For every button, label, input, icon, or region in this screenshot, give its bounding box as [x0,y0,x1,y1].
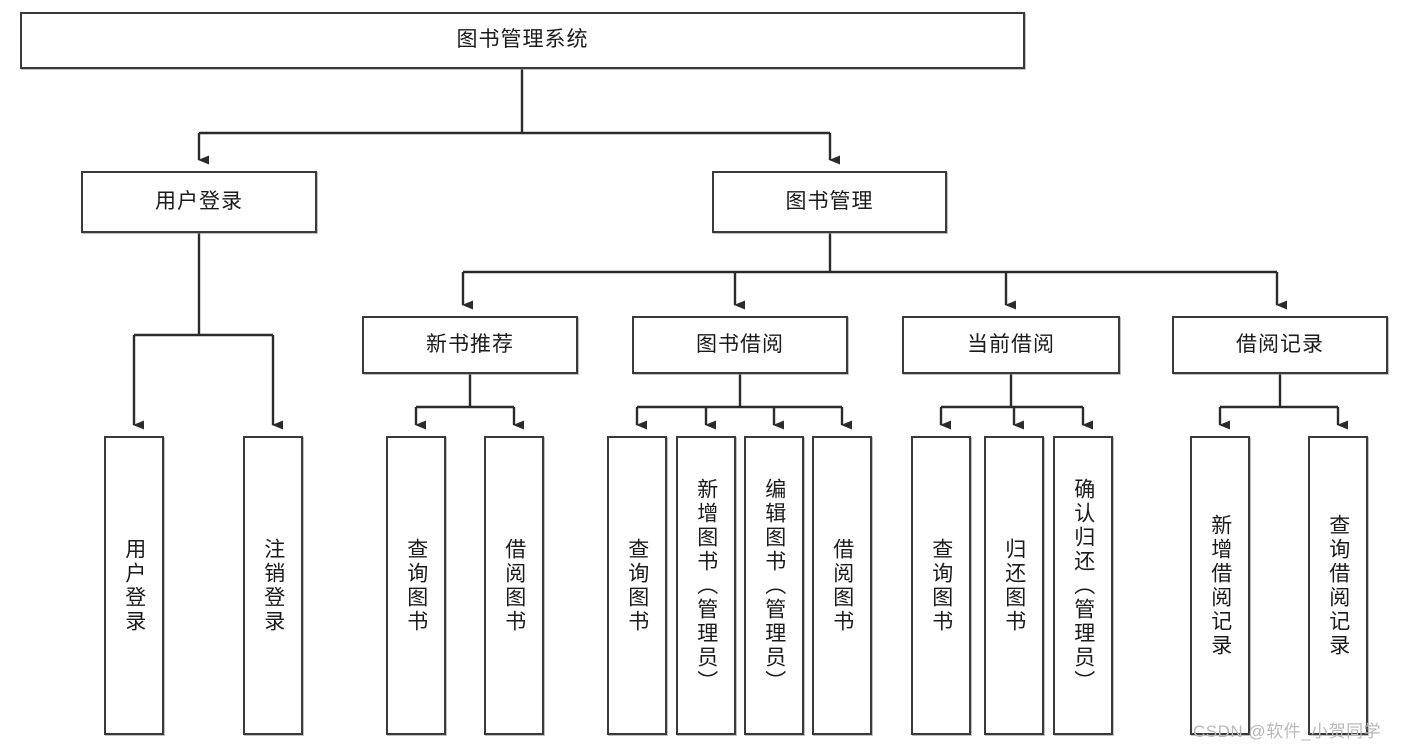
node-borrow-record[interactable]: 借阅记录 [1172,316,1388,374]
node-label: 查询图书 [404,537,428,634]
edge-group [132,69,1348,430]
node-label: 新书推荐 [426,332,514,356]
node-leaf-add-book[interactable]: 新增图书（管理员） [676,436,736,735]
node-leaf-add-record[interactable]: 新增借阅记录 [1190,436,1250,735]
node-label: 用户登录 [122,537,146,634]
node-label: 查询借阅记录 [1326,513,1350,658]
node-leaf-query-book-2[interactable]: 查询图书 [607,436,667,735]
node-leaf-borrow-book-2[interactable]: 借阅图书 [812,436,872,735]
node-leaf-user-logout[interactable]: 注销登录 [243,436,303,735]
node-root[interactable]: 图书管理系统 [20,12,1025,69]
node-label: 编辑图书（管理员） [762,477,786,694]
node-new-book-recommend[interactable]: 新书推荐 [362,316,578,374]
node-label: 归还图书 [1002,537,1026,634]
node-book-manage[interactable]: 图书管理 [712,171,947,233]
node-label: 图书管理 [785,189,874,213]
node-leaf-borrow-book-1[interactable]: 借阅图书 [484,436,544,735]
node-leaf-confirm-return[interactable]: 确认归还（管理员） [1053,436,1113,735]
node-label: 注销登录 [261,537,285,634]
node-label: 图书借阅 [696,332,784,356]
node-label: 借阅图书 [830,537,854,634]
node-label: 查询图书 [625,537,649,634]
node-leaf-query-book-1[interactable]: 查询图书 [386,436,446,735]
node-label: 用户登录 [155,189,243,213]
csdn-watermark: CSDN @软件_小贺同学 [1193,722,1382,741]
node-label: 确认归还（管理员） [1071,477,1095,694]
node-leaf-return-book[interactable]: 归还图书 [984,436,1044,735]
node-label: 当前借阅 [967,332,1055,356]
node-user-login[interactable]: 用户登录 [81,171,317,233]
node-label: 借阅记录 [1236,332,1324,356]
node-label: 查询图书 [929,537,953,634]
node-label: 新增图书（管理员） [694,477,718,694]
node-leaf-query-record[interactable]: 查询借阅记录 [1308,436,1368,735]
node-label: 图书管理系统 [456,28,589,52]
node-leaf-edit-book[interactable]: 编辑图书（管理员） [744,436,804,735]
node-label: 新增借阅记录 [1208,513,1232,658]
node-label: 借阅图书 [502,537,526,634]
node-current-borrow[interactable]: 当前借阅 [902,316,1120,374]
node-leaf-query-book-3[interactable]: 查询图书 [911,436,971,735]
node-book-borrow[interactable]: 图书借阅 [632,316,848,374]
node-leaf-user-login[interactable]: 用户登录 [104,436,164,735]
